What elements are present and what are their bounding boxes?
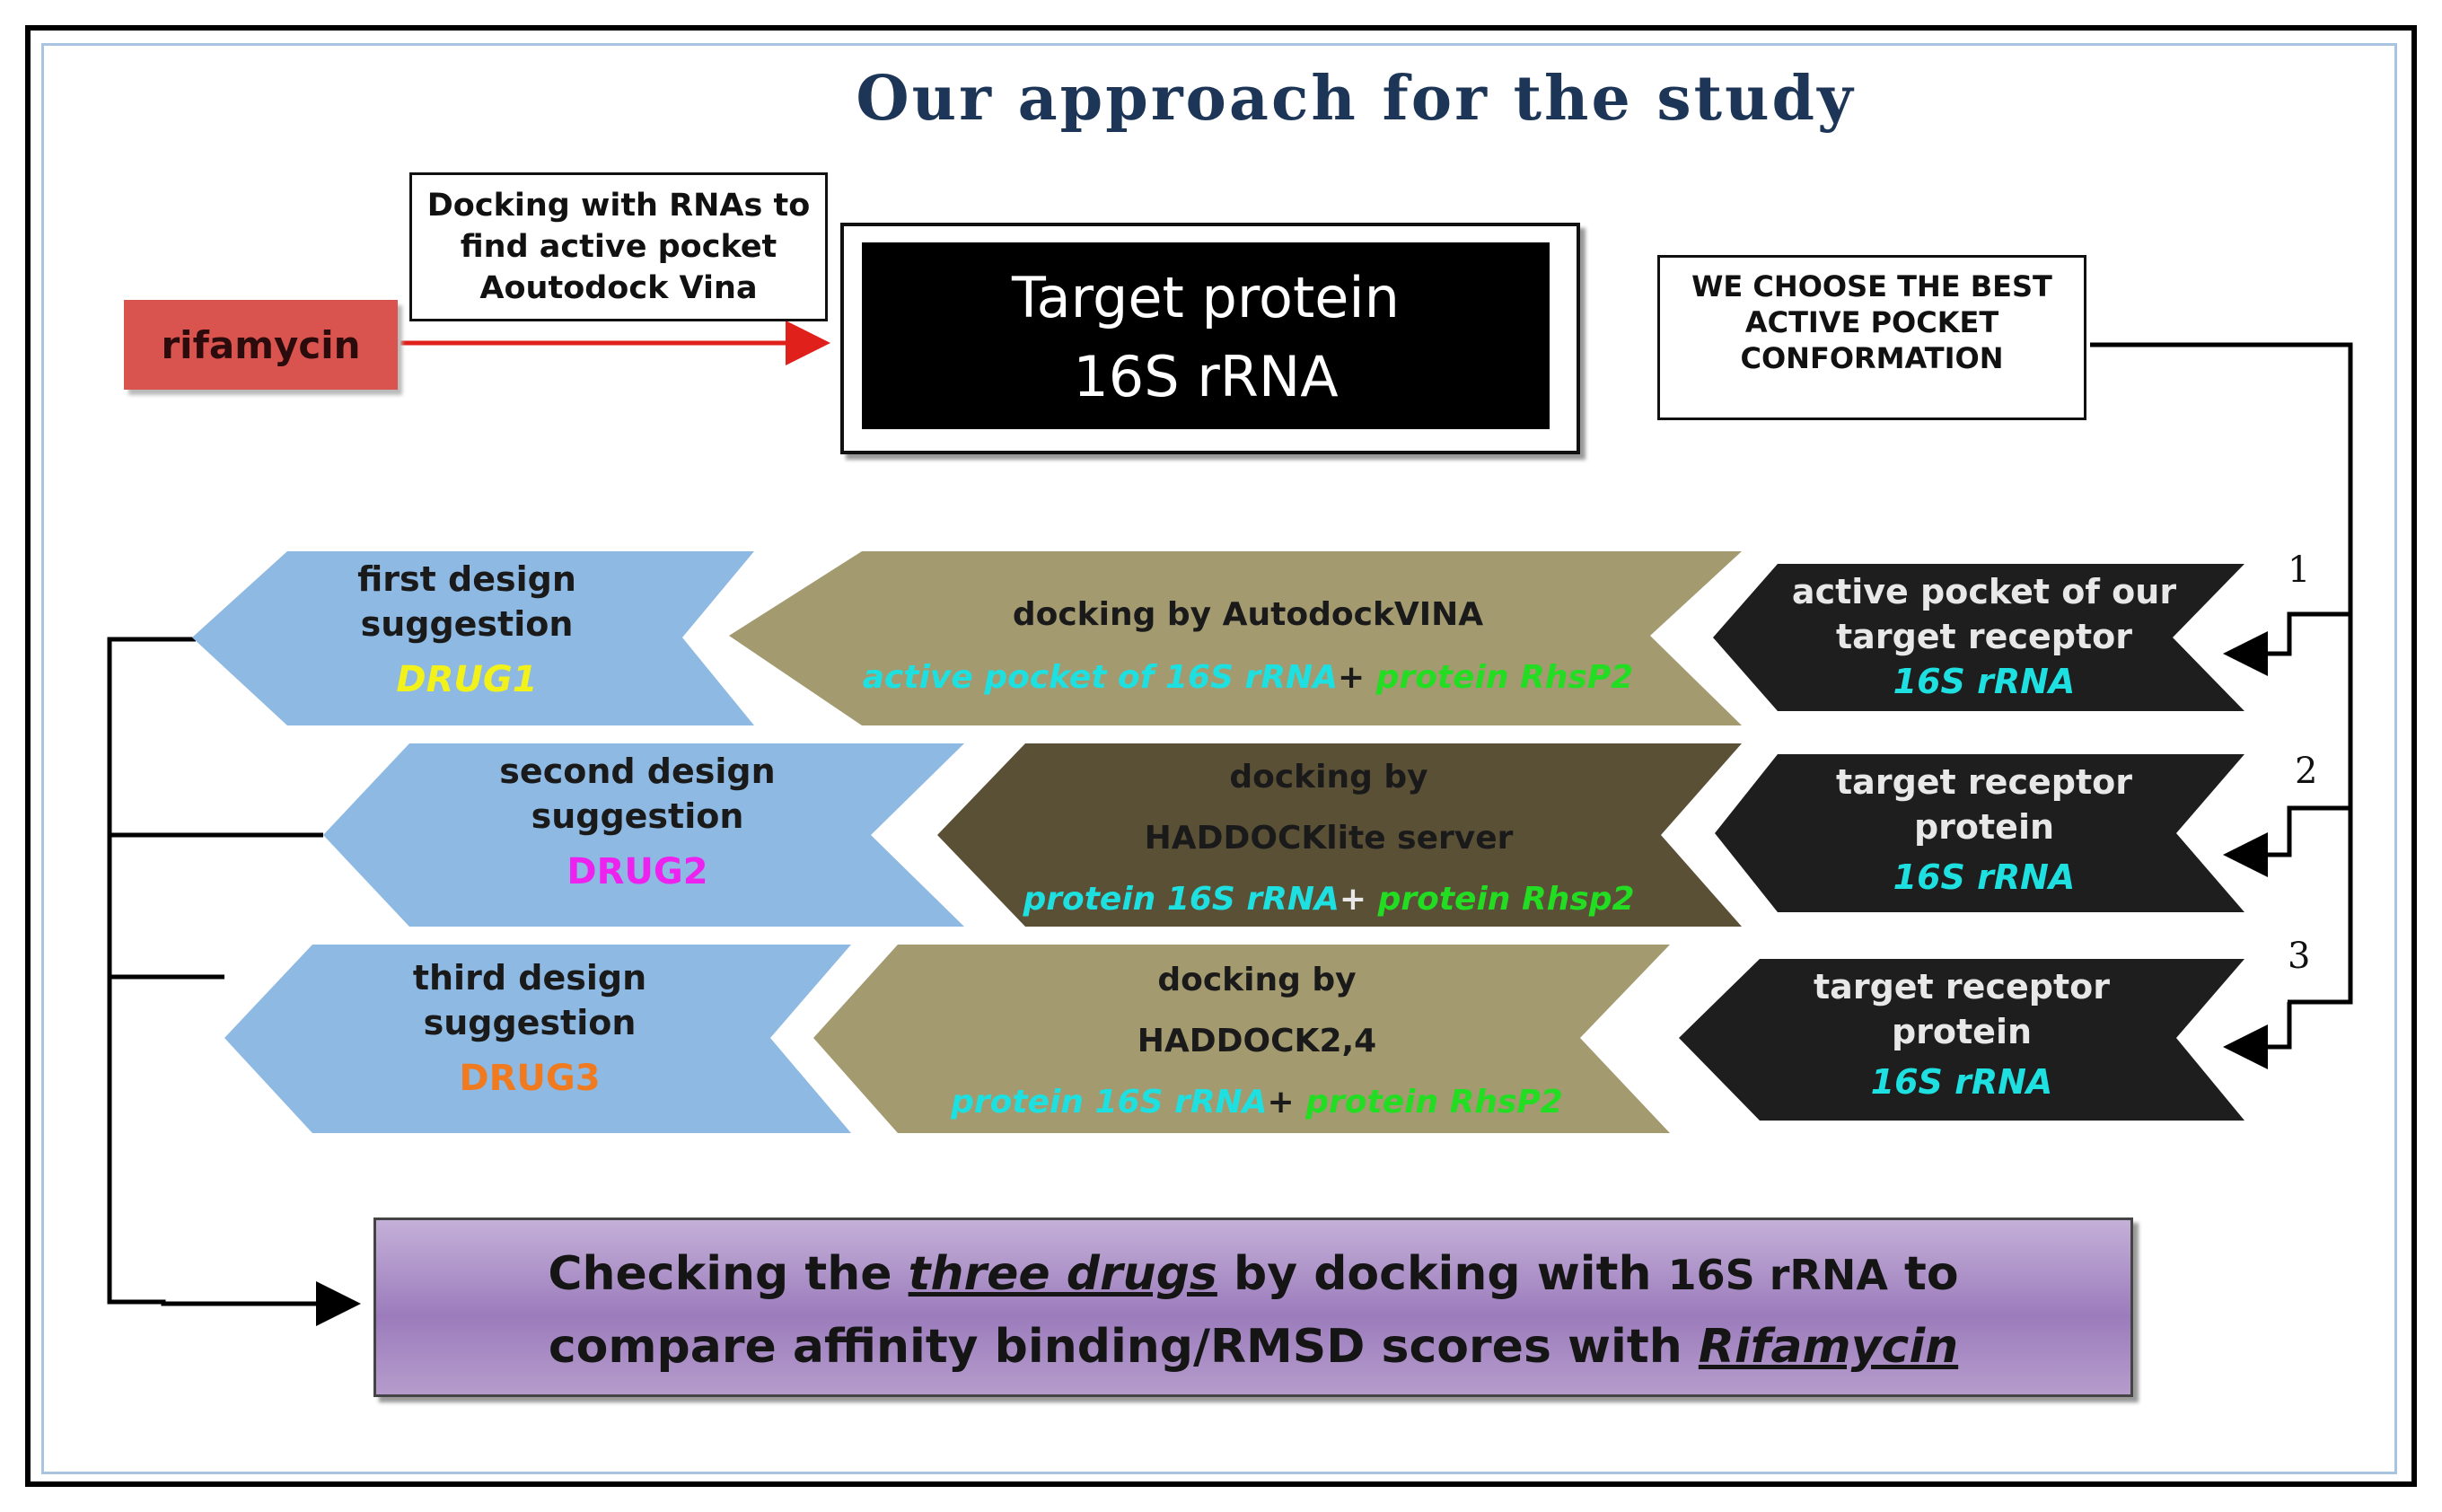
row3-docking-line2: HADDOCK2,4 <box>1137 1023 1377 1059</box>
row3-docking-chevron <box>813 945 1670 1133</box>
row2-docking-chevron <box>937 743 1742 927</box>
row2-docking-part-a: protein 16S rRNA <box>1023 881 1340 918</box>
docking-note-line2: find active pocket <box>460 229 777 265</box>
choose-best-box: WE CHOOSE THE BEST ACTIVE POCKET CONFORM… <box>1657 255 2086 420</box>
row1-receptor-chevron <box>1713 564 2244 711</box>
row1-design-line1: first design <box>357 559 576 599</box>
row2-docking-line1: docking by <box>1229 759 1428 796</box>
diagram-title: Our approach for the study <box>856 63 1856 135</box>
row3-docking-formula: protein 16S rRNA+ protein RhsP2 <box>907 1072 1607 1133</box>
docking-note-box: Docking with RNAs to find active pocket … <box>409 172 828 321</box>
row2-design-chevron <box>323 743 964 927</box>
row1-docking-line1: docking by AutodockVINA <box>1012 596 1484 633</box>
checking-rifamycin: Rifamycin <box>1698 1320 1959 1374</box>
target-protein-box: Target protein 16S rRNA <box>862 242 1550 429</box>
row3-docking-plus: + <box>1267 1084 1295 1121</box>
row1-receptor-line3: 16S rRNA <box>1893 662 2076 701</box>
row2-drug-label: DRUG2 <box>567 851 708 892</box>
row1-docking-part-a: active pocket of 16S rRNA <box>862 659 1338 696</box>
row1-branch-arrow <box>2223 611 2350 676</box>
row1-docking-plus: + <box>1337 659 1366 696</box>
row3-docking-part-b: protein RhsP2 <box>1305 1084 1563 1121</box>
row3-docking-line1: docking by <box>1157 962 1357 998</box>
checking-drugs-box: Checking the three drugs by docking with… <box>373 1218 2133 1397</box>
row1-docking-part-b: protein RhsP2 <box>1375 659 1634 696</box>
row2-receptor-line3: 16S rRNA <box>1893 857 2076 897</box>
row2-docking-formula: protein 16S rRNA+ protein Rhsp2 <box>997 869 1661 930</box>
row2-design-line2: suggestion <box>531 796 744 836</box>
checking-line2: compare affinity binding/RMSD scores wit… <box>376 1311 2130 1383</box>
row1-docking-chevron <box>729 551 1742 725</box>
row2-receptor-chevron <box>1715 754 2244 912</box>
row1-design-line2: suggestion <box>360 604 574 644</box>
row2-number: 2 <box>2295 751 2318 792</box>
row1-docking-formula: active pocket of 16S rRNA+ protein RhsP2 <box>808 646 1688 709</box>
row3-receptor-text: target receptor protein 16S rRNA <box>1742 964 2182 1104</box>
inner-frame <box>41 43 2397 1474</box>
row3-receptor-line1: target receptor <box>1814 967 2110 1007</box>
row2-design-line1: second design <box>499 752 776 791</box>
row3-number: 3 <box>2288 936 2311 977</box>
checking-t5: to <box>1887 1247 1959 1301</box>
checking-t6: compare affinity binding/RMSD scores wit… <box>548 1320 1699 1374</box>
row3-drug-label: DRUG3 <box>459 1058 601 1099</box>
checking-16s-rrna: 16S rRNA <box>1667 1251 1888 1299</box>
row1-drug-label: DRUG1 <box>396 659 538 700</box>
outer-frame <box>25 25 2417 1487</box>
row1-number: 1 <box>2288 549 2311 591</box>
checking-line1: Checking the three drugs by docking with… <box>376 1238 2130 1311</box>
row1-receptor-line1: active pocket of our <box>1791 572 2177 611</box>
row2-docking-text: docking by HADDOCKlite server protein 16… <box>997 747 1661 930</box>
checking-three-drugs: three drugs <box>908 1247 1217 1301</box>
target-line2: 16S rRNA <box>1073 344 1339 409</box>
target-line1: Target protein <box>1012 265 1400 330</box>
choose-line3: CONFORMATION <box>1740 341 2004 375</box>
choose-line2: ACTIVE POCKET <box>1744 305 1999 339</box>
row3-branch-arrow <box>2223 999 2292 1069</box>
checking-t3: by docking with <box>1217 1247 1668 1301</box>
choose-box-connector <box>2090 342 2353 1005</box>
row2-receptor-line2: protein <box>1913 807 2055 847</box>
row3-receptor-line2: protein <box>1891 1012 2033 1051</box>
row1-docking-text: docking by AutodockVINA active pocket of… <box>808 584 1688 709</box>
row2-receptor-text: target receptor protein 16S rRNA <box>1760 760 2209 900</box>
row1-receptor-text: active pocket of our target receptor 16S… <box>1760 569 2209 704</box>
row3-design-text: third design suggestion DRUG3 <box>368 955 691 1101</box>
choose-line1: WE CHOOSE THE BEST <box>1691 269 2052 303</box>
row3-docking-part-a: protein 16S rRNA <box>951 1084 1268 1121</box>
row3-design-chevron <box>224 945 851 1133</box>
row2-design-text: second design suggestion DRUG2 <box>467 749 808 894</box>
row1-receptor-line2: target receptor <box>1836 617 2132 656</box>
checking-t1: Checking the <box>548 1247 909 1301</box>
row3-design-line1: third design <box>412 958 647 998</box>
row3-receptor-chevron <box>1679 959 2244 1121</box>
row2-docking-plus: + <box>1339 881 1367 918</box>
docking-note-line3: Aoutodock Vina <box>479 270 758 306</box>
row3-docking-text: docking by HADDOCK2,4 protein 16S rRNA+ … <box>907 950 1607 1133</box>
row2-docking-line2: HADDOCKlite server <box>1144 820 1514 857</box>
row1-design-text: first design suggestion DRUG1 <box>314 557 619 702</box>
row2-receptor-line1: target receptor <box>1836 762 2132 802</box>
row3-receptor-line3: 16S rRNA <box>1870 1062 2053 1102</box>
row2-branch-arrow <box>2223 805 2350 877</box>
row1-design-chevron <box>192 551 754 725</box>
rifamycin-box: rifamycin <box>124 300 398 390</box>
row2-docking-part-b: protein Rhsp2 <box>1377 881 1635 918</box>
docking-note-line1: Docking with RNAs to <box>426 188 811 224</box>
row3-design-line2: suggestion <box>423 1003 637 1042</box>
